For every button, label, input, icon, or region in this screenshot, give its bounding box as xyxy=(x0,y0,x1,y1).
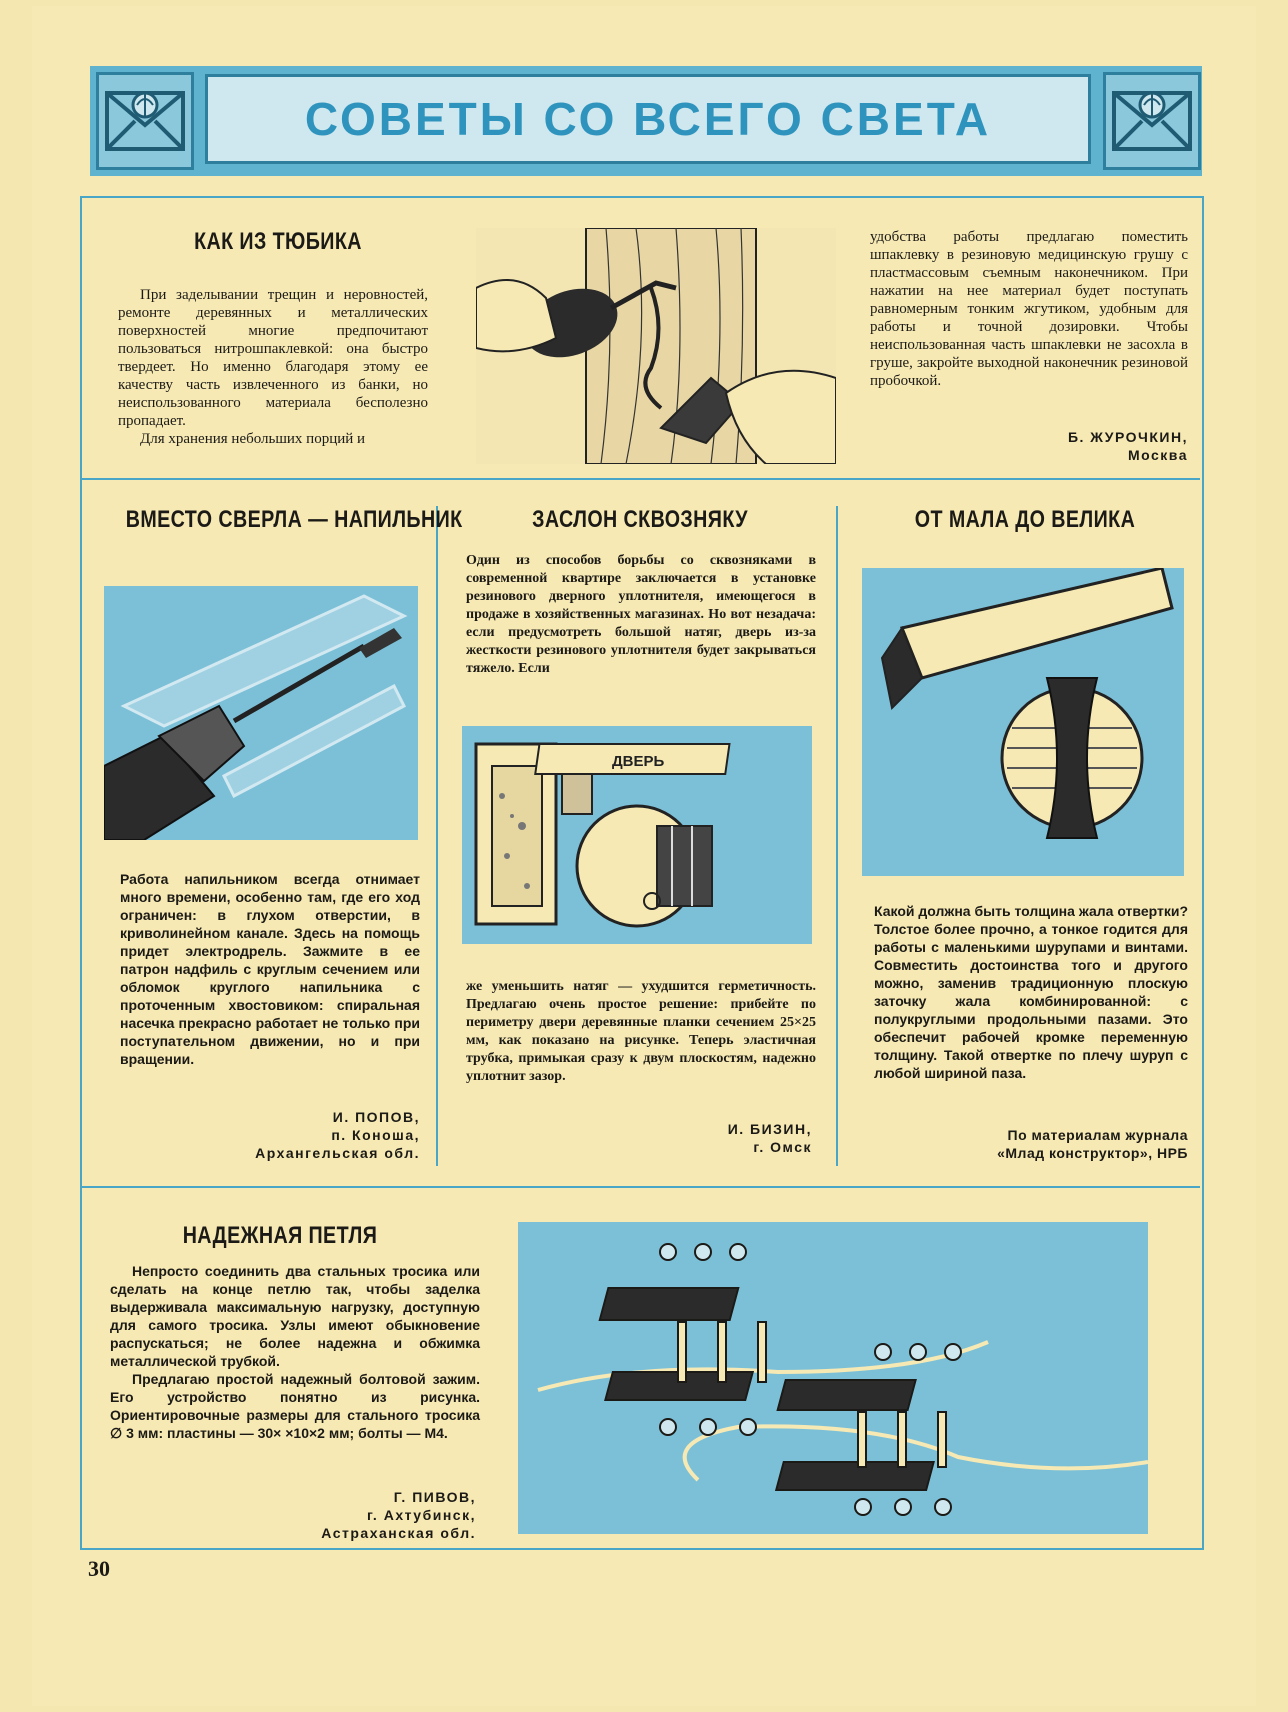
door-label: ДВЕРЬ xyxy=(612,753,665,770)
author-city: Москва xyxy=(1127,447,1188,463)
illustration-putty-bulb xyxy=(476,228,836,464)
source-line: «Млад конструктор», НРБ xyxy=(997,1145,1188,1161)
author-signature-draft: И. БИЗИН, г. Омск xyxy=(600,1120,812,1156)
article-headline-drill: ВМЕСТО СВЕРЛА — НАПИЛЬНИК xyxy=(125,506,463,533)
article-text-bike: Какой должна быть толщина жала отвертки?… xyxy=(874,903,1188,1081)
article-text-loop: Непросто соединить два стальных тросика … xyxy=(110,1262,480,1442)
illustration-drill-file xyxy=(104,586,418,840)
author-city: п. Коноша, xyxy=(331,1127,420,1143)
illustration-screwdriver-tip xyxy=(862,568,1184,876)
paragraph: Непросто соединить два стальных тросика … xyxy=(110,1263,480,1369)
page-title: СОВЕТЫ СО ВСЕГО СВЕТА xyxy=(304,93,992,145)
envelope-emblem-icon xyxy=(96,72,194,170)
column-divider xyxy=(836,506,838,1166)
article-text-tube-continued: удобства работы предлагаю поместить шпак… xyxy=(870,229,1188,389)
article-text-tube: При заделывании трещин и неровностей, ре… xyxy=(118,286,428,448)
author-name: Б. ЖУРОЧКИН, xyxy=(1067,429,1188,445)
article-headline-tube: КАК ИЗ ТЮБИКА xyxy=(194,228,362,255)
author-signature-drill: И. ПОПОВ, п. Коноша, Архангельская обл. xyxy=(150,1108,420,1162)
article-text-drill: Работа напильником всегда отнимает много… xyxy=(120,871,420,1067)
article-headline-draft: ЗАСЛОН СКВОЗНЯКУ xyxy=(532,506,748,533)
source-line: По материалам журнала xyxy=(1007,1127,1188,1143)
envelope-emblem-icon xyxy=(1103,72,1201,170)
article-text-draft-top: Один из способов борьбы со сквозняками в… xyxy=(466,553,816,676)
article-headline-bike: ОТ МАЛА ДО ВЕЛИКА xyxy=(914,506,1136,533)
author-region: Астраханская обл. xyxy=(321,1525,476,1541)
author-city: г. Омск xyxy=(753,1139,812,1155)
illustration-door-seal: ДВЕРЬ xyxy=(462,726,812,944)
column-divider xyxy=(436,506,438,1166)
header-title-box: СОВЕТЫ СО ВСЕГО СВЕТА xyxy=(205,74,1091,164)
section-divider xyxy=(82,478,1200,480)
author-city: г. Ахтубинск, xyxy=(367,1507,476,1523)
author-region: Архангельская обл. xyxy=(255,1145,420,1161)
paragraph: Предлагаю простой надежный болтовой зажи… xyxy=(110,1371,480,1441)
section-divider xyxy=(82,1186,1200,1188)
author-signature-loop: Г. ПИВОВ, г. Ахтубинск, Астраханская обл… xyxy=(200,1488,476,1542)
author-name: Г. ПИВОВ, xyxy=(393,1489,476,1505)
paragraph: При заделывании трещин и неровностей, ре… xyxy=(118,287,428,429)
illustration-cable-clamp xyxy=(518,1222,1148,1534)
article-headline-loop: НАДЕЖНАЯ ПЕТЛЯ xyxy=(182,1222,378,1249)
source-note-bike: По материалам журнала «Млад конструктор»… xyxy=(900,1126,1188,1162)
page-number: 30 xyxy=(88,1556,110,1581)
author-name: И. БИЗИН, xyxy=(727,1121,812,1137)
paragraph: Для хранения небольших порций и xyxy=(140,431,366,447)
author-signature-tube: Б. ЖУРОЧКИН, Москва xyxy=(940,428,1188,464)
author-name: И. ПОПОВ, xyxy=(332,1109,420,1125)
article-text-draft-bottom: же уменьшить натяг — ухудшится герметичн… xyxy=(466,979,816,1084)
content-frame xyxy=(80,196,1204,1550)
